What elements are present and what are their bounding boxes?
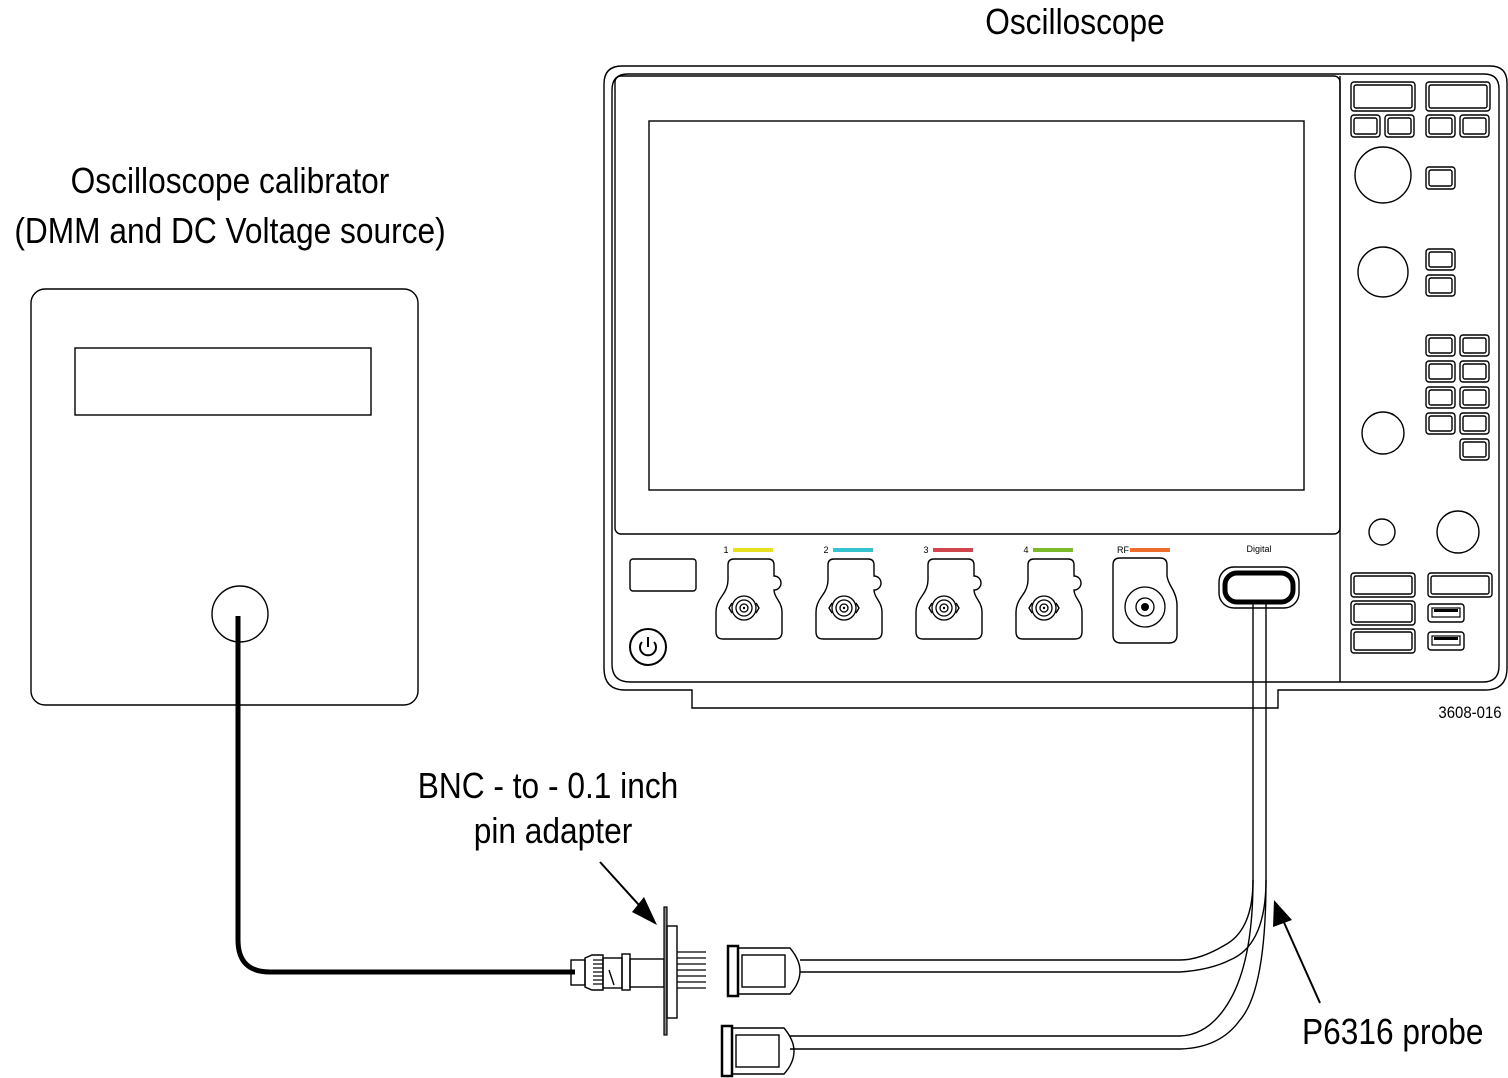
calibrator-display: [74, 347, 372, 416]
digital-port[interactable]: Digital: [1218, 544, 1300, 609]
channel-label: 2: [823, 545, 828, 555]
keypad-button[interactable]: [1459, 334, 1490, 357]
connector-housing: [715, 558, 783, 640]
control-button[interactable]: [1425, 248, 1456, 271]
channel-input-2[interactable]: 2: [815, 545, 883, 640]
connector-housing: [1015, 558, 1083, 640]
oscilloscope-title: Oscilloscope: [985, 1, 1165, 42]
channel-inputs: 1 2 3 4 RF: [715, 545, 1178, 644]
channel-label: 4: [1023, 545, 1028, 555]
channel-color-bar: [933, 548, 973, 552]
channel-label: 1: [723, 545, 728, 555]
channel-input-rf[interactable]: RF: [1112, 545, 1178, 644]
channel-input-3[interactable]: 3: [915, 545, 983, 640]
keypad-button[interactable]: [1459, 438, 1490, 461]
control-button[interactable]: [1350, 628, 1416, 654]
figure-id: 3608-016: [1438, 703, 1502, 722]
keypad-button[interactable]: [1459, 360, 1490, 383]
power-button[interactable]: [629, 628, 667, 666]
channel-input-4[interactable]: 4: [1015, 545, 1083, 640]
control-button[interactable]: [1427, 572, 1493, 598]
connector-housing: [1112, 557, 1178, 644]
bnc-connector-icon: [1028, 595, 1060, 621]
control-button[interactable]: [1425, 81, 1491, 112]
connector-housing: [915, 558, 983, 640]
control-button[interactable]: [1384, 114, 1415, 138]
channel-input-1[interactable]: 1: [715, 545, 783, 640]
keypad-button[interactable]: [1425, 412, 1456, 435]
adapter-arrow: [599, 861, 657, 925]
probe-pod[interactable]: [720, 1024, 795, 1078]
probe-arrow: [1273, 900, 1321, 1004]
bnc-cable: [235, 616, 575, 975]
keypad-button[interactable]: [1425, 334, 1456, 357]
probe-cable: [800, 603, 1254, 961]
digital-probe-port-icon: [1222, 570, 1296, 605]
control-knob[interactable]: [1361, 411, 1405, 455]
control-button[interactable]: [1350, 600, 1416, 626]
control-knob-small[interactable]: [1368, 518, 1396, 546]
calibrator-title-line1: Oscilloscope calibrator: [70, 160, 390, 201]
keypad-button[interactable]: [1425, 386, 1456, 409]
keypad-button[interactable]: [1459, 412, 1490, 435]
control-knob[interactable]: [1436, 510, 1480, 554]
digital-label: Digital: [1246, 544, 1271, 554]
adapter-label-line1: BNC - to - 0.1 inch: [417, 765, 679, 806]
display-bezel: [614, 75, 1341, 535]
keypad-button[interactable]: [1425, 360, 1456, 383]
control-knob[interactable]: [1357, 246, 1409, 298]
control-knob[interactable]: [1354, 146, 1412, 204]
usb-icon: [1431, 607, 1461, 618]
control-keypad: [1425, 334, 1490, 461]
control-button[interactable]: [1350, 81, 1416, 112]
bnc-connector-icon: [728, 595, 760, 621]
bnc-connector-icon: [928, 595, 960, 621]
power-icon: [639, 637, 657, 657]
adapter-label-line2: pin adapter: [473, 810, 633, 851]
channel-label: 3: [923, 545, 928, 555]
control-button[interactable]: [1425, 114, 1456, 138]
connector-housing: [815, 558, 883, 640]
usb-icon: [1431, 635, 1461, 646]
control-panel: [1350, 81, 1493, 654]
probe-label: P6316 probe: [1302, 1011, 1484, 1052]
channel-color-bar: [733, 548, 773, 552]
usb-port[interactable]: [1427, 631, 1465, 651]
oscilloscope: 1 2 3 4 RF Digital: [603, 65, 1508, 709]
bnc-connector-icon: [828, 595, 860, 621]
control-button[interactable]: [1350, 572, 1416, 598]
oscilloscope-calibrator: [30, 288, 419, 706]
channel-color-bar: [1033, 548, 1073, 552]
control-button[interactable]: [1425, 166, 1456, 190]
control-button[interactable]: [1350, 114, 1381, 138]
front-panel-button[interactable]: [629, 558, 697, 592]
channel-label: RF: [1117, 545, 1129, 555]
channel-color-bar: [833, 548, 873, 552]
channel-color-bar: [1130, 548, 1170, 552]
display-screen: [648, 120, 1305, 491]
rf-connector-icon: [1124, 586, 1166, 628]
control-button[interactable]: [1425, 274, 1456, 297]
oscilloscope-outer-case: [603, 65, 1508, 709]
calibrator-case: [30, 288, 419, 706]
calibrator-title-line2: (DMM and DC Voltage source): [14, 210, 446, 251]
keypad-button[interactable]: [1459, 386, 1490, 409]
probe-pod[interactable]: [726, 944, 801, 998]
adapter-pins: [677, 951, 706, 989]
bnc-to-pin-adapter: [570, 906, 706, 1036]
control-button[interactable]: [1459, 114, 1490, 138]
usb-port[interactable]: [1427, 603, 1465, 623]
oscilloscope-inner-case: [611, 73, 1500, 683]
p6316-probe: [720, 603, 1267, 1078]
